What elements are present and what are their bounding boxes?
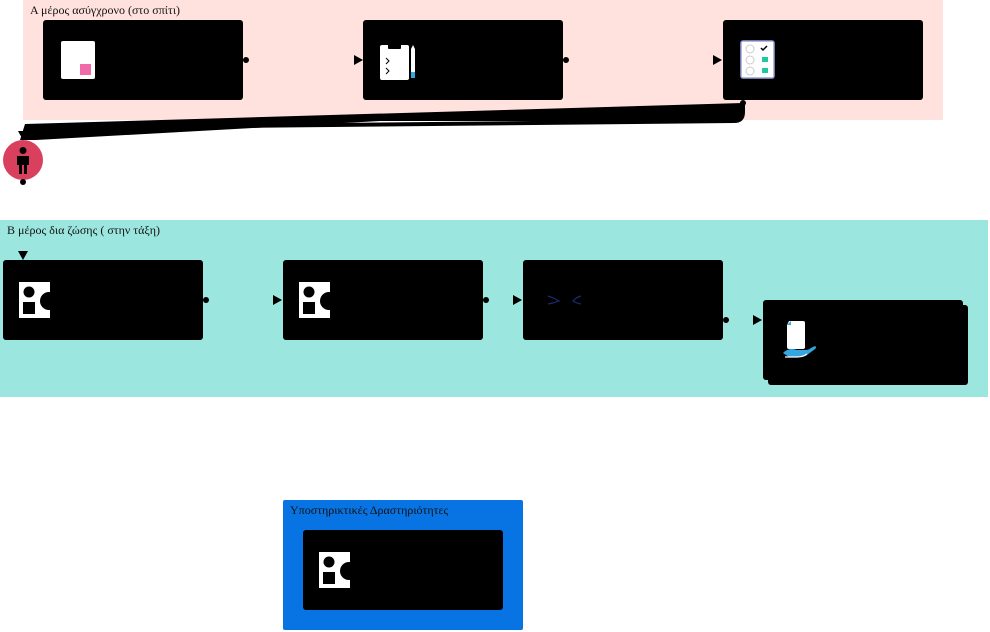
shapes-icon [299,282,339,318]
clipboard-pencil-icon [379,42,419,82]
activity-card-a1[interactable] [43,20,243,100]
activity-card-b4[interactable] [763,300,963,380]
person-node[interactable] [3,140,43,180]
discussion-icon [545,290,585,310]
zone-b-label: Β μέρος δια ζώσης ( στην τάξη) [7,223,161,237]
connector-dot [483,297,489,303]
checklist-icon [740,40,776,80]
shapes-icon [19,282,59,318]
activity-card-support[interactable] [303,530,503,610]
connector-dot [203,297,209,303]
activity-card-a3[interactable] [723,20,923,100]
connector-arrowhead [18,251,28,260]
person-icon [15,147,31,174]
connector-dot [723,317,729,323]
connector-arrowhead [513,295,522,305]
connector-dot [563,57,569,63]
connector-arrowhead [354,55,363,65]
activity-card-a2[interactable] [363,20,563,100]
connector-arrowhead [18,131,28,140]
return-connector [20,103,745,140]
activity-card-b3[interactable] [523,260,723,340]
document-icon [60,40,96,80]
zone-a-label: Α μέρος ασύγχρονο (στο σπίτι) [30,3,181,17]
connector-arrowhead [713,55,722,65]
activity-card-b2[interactable] [283,260,483,340]
connector-arrowhead [273,295,282,305]
hand-document-icon [781,319,817,363]
activity-card-b1[interactable] [3,260,203,340]
connector-arrowhead [753,315,762,325]
zone-support-label: Υποστηρικτικές Δραστηριότητες [290,503,449,517]
connector-dot [243,57,249,63]
connector-dot [20,179,26,185]
shapes-icon [319,552,359,588]
connector-dot [740,100,746,106]
